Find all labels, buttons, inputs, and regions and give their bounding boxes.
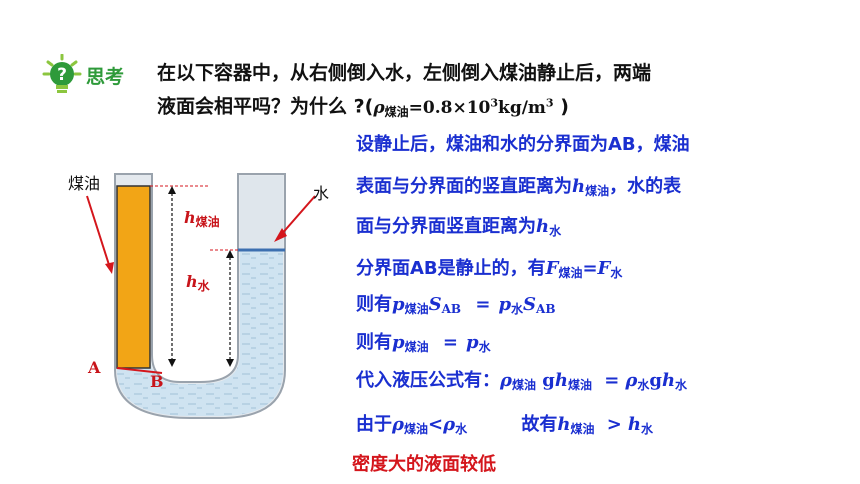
- lightbulb-icon: ?: [42, 54, 82, 93]
- conclusion-text: 密度大的液面较低: [352, 454, 496, 475]
- think-label: 思考: [86, 66, 125, 88]
- explanation-line-7: 代入液压公式有：ρ煤油 gh煤油 =ρ水gh水: [356, 370, 688, 392]
- question-line-1: 在以下容器中，从右侧倒入水，左侧倒入煤油静止后，两端: [157, 62, 652, 84]
- explanation-line-6: 则有p煤油 =p水: [356, 332, 491, 354]
- explanation-line-1: 设静止后，煤油和水的分界面为AB，煤油: [356, 134, 690, 155]
- explanation-line-4: 分界面AB是静止的，有F煤油=F水: [356, 258, 623, 280]
- label-h-kerosene: h煤油: [184, 208, 220, 229]
- interface-line: [116, 367, 163, 374]
- label-kerosene: 煤油: [68, 174, 101, 193]
- explanation-line-8: 由于ρ煤油<ρ水 故有h煤油 >h水: [356, 414, 653, 436]
- explanation-line-3: 面与分界面竖直距离为h水: [356, 216, 562, 238]
- question-text: 在以下容器中，从右侧倒入水，左侧倒入煤油静止后，两端 液面会相平吗？为什么 ?(…: [157, 58, 651, 127]
- kerosene-column: [116, 185, 151, 369]
- label-point-a: A: [88, 358, 101, 377]
- question-line-2: 液面会相平吗？为什么 ?(ρ煤油=0.8×103kg/m3 ): [157, 95, 569, 119]
- label-point-b: B: [150, 372, 164, 391]
- explanation-line-5: 则有p煤油SAB =p水SAB: [356, 294, 556, 316]
- explanation-line-2: 表面与分界面的竖直距离为h煤油，水的表: [356, 176, 682, 198]
- u-tube-diagram: [86, 173, 316, 419]
- label-water: 水: [313, 184, 330, 203]
- label-h-water: h水: [186, 272, 210, 293]
- svg-text:?: ?: [57, 65, 67, 85]
